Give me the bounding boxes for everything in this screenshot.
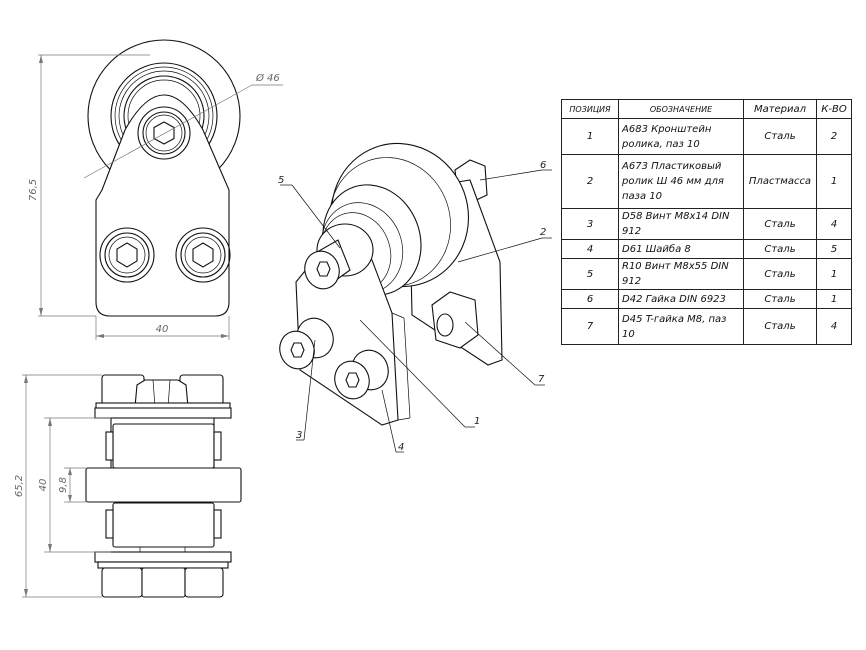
cell-name: R10 Винт M8x55 DIN 912 <box>618 258 744 290</box>
cell-material: Пластмасса <box>743 154 817 209</box>
cell-qty: 1 <box>816 258 852 290</box>
cell-material: Сталь <box>743 239 817 259</box>
cell-qty: 5 <box>816 239 852 259</box>
dim-width: 40 <box>156 324 169 335</box>
cell-material: Сталь <box>743 258 817 290</box>
header-position: ПОЗИЦИЯ <box>561 99 619 119</box>
hex-socket-icon <box>290 342 305 358</box>
header-qty: К-ВО <box>816 99 852 119</box>
cell-material: Сталь <box>743 118 817 155</box>
t-nut <box>431 291 479 349</box>
roller-lower <box>112 502 215 548</box>
cell-material: Сталь <box>743 289 817 309</box>
cell-name: D42 Гайка DIN 6923 <box>618 289 744 309</box>
callout-5: 5 <box>278 175 284 186</box>
cell-pos: 4 <box>561 239 619 259</box>
table-row: 1 A683 Кронштейн ролика, паз 10 Сталь 2 <box>561 118 852 155</box>
callout-7: 7 <box>538 374 545 385</box>
cell-pos: 6 <box>561 289 619 309</box>
callout-4: 4 <box>398 442 404 453</box>
table-row: 2 A673 Пластиковый ролик Ш 46 мм для паз… <box>561 154 852 209</box>
cell-name: D61 Шайба 8 <box>618 239 744 259</box>
dim-overall: 65,2 <box>14 475 25 497</box>
hex-socket-icon <box>116 242 138 268</box>
callout-2: 2 <box>540 227 546 238</box>
roller-rim <box>85 467 242 503</box>
header-designation: ОБОЗНАЧЕНИЕ <box>618 99 744 119</box>
callout-6: 6 <box>540 160 546 171</box>
cell-qty: 1 <box>816 154 852 209</box>
cell-qty: 1 <box>816 289 852 309</box>
cell-qty: 2 <box>816 118 852 155</box>
header-material: Материал <box>743 99 817 119</box>
cell-pos: 2 <box>561 154 619 209</box>
cell-name: A673 Пластиковый ролик Ш 46 мм для паза … <box>618 154 744 209</box>
callout-1: 1 <box>474 416 480 427</box>
hex-socket-icon <box>153 121 175 145</box>
cell-name: D45 T-гайка M8, паз 10 <box>618 308 744 345</box>
bom-header-row: ПОЗИЦИЯ ОБОЗНАЧЕНИЕ Материал К-ВО <box>561 99 852 119</box>
cell-material: Сталь <box>743 208 817 240</box>
front-view: Ø 46 76,5 40 <box>28 39 283 340</box>
cell-qty: 4 <box>816 208 852 240</box>
table-row: 7 D45 T-гайка M8, паз 10 Сталь 4 <box>561 308 852 345</box>
dim-bracket-span: 40 <box>38 479 49 492</box>
side-view: 65,2 40 9,8 <box>14 374 242 598</box>
bolt-3-head <box>279 330 315 370</box>
bracket-plate <box>95 94 230 317</box>
bolt-4-head <box>334 360 370 400</box>
cell-material: Сталь <box>743 308 817 345</box>
hex-socket-icon <box>316 261 331 277</box>
dim-diameter: Ø 46 <box>255 72 280 84</box>
bolt-5-head <box>304 250 340 290</box>
cell-name: D58 Винт M8x14 DIN 912 <box>618 208 744 240</box>
cell-pos: 3 <box>561 208 619 240</box>
bracket-bottom <box>94 551 232 563</box>
dim-height: 76,5 <box>28 179 39 201</box>
roller-upper <box>112 423 215 469</box>
table-row: 5 R10 Винт M8x55 DIN 912 Сталь 1 <box>561 258 852 290</box>
callout-3: 3 <box>296 430 302 441</box>
cell-pos: 1 <box>561 118 619 155</box>
cell-name: A683 Кронштейн ролика, паз 10 <box>618 118 744 155</box>
iso-view: 5 6 2 7 1 3 4 <box>278 142 552 453</box>
cell-qty: 4 <box>816 308 852 345</box>
center-bolt-washer <box>137 106 191 160</box>
leader-lines <box>280 169 552 453</box>
table-row: 4 D61 Шайба 8 Сталь 5 <box>561 239 852 259</box>
dim-roller-width: 9,8 <box>58 477 69 493</box>
cell-pos: 5 <box>561 258 619 290</box>
hex-socket-icon <box>345 372 360 388</box>
cell-pos: 7 <box>561 308 619 345</box>
table-row: 3 D58 Винт M8x14 DIN 912 Сталь 4 <box>561 208 852 240</box>
bolt-right <box>175 227 231 283</box>
table-row: 6 D42 Гайка DIN 6923 Сталь 1 <box>561 289 852 309</box>
bill-of-materials: ПОЗИЦИЯ ОБОЗНАЧЕНИЕ Материал К-ВО 1 A683… <box>561 99 852 345</box>
bolt-left <box>99 227 155 283</box>
hex-socket-icon <box>192 242 214 268</box>
bracket-top <box>94 407 232 419</box>
